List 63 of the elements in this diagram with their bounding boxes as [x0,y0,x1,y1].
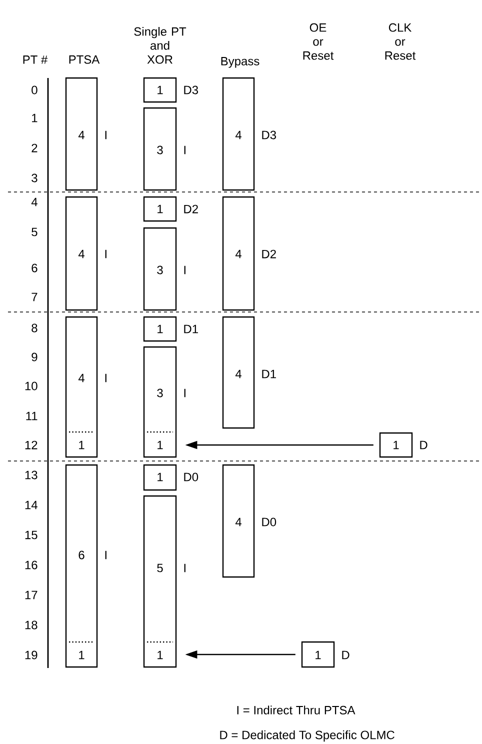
key-text: I = Indirect Thru PTSA [237,706,356,714]
row-number: 19 [25,650,38,660]
product-term-box: 3 [143,107,177,191]
row-number: 16 [25,560,38,570]
row-number: 7 [32,292,38,302]
row-number: 8 [32,324,38,332]
side-label: D0 [262,518,276,526]
row-number: 13 [25,470,38,480]
row-number: 3 [32,174,38,182]
side-label: D [420,440,428,450]
key-text: D = Dedicated To Specific OLMC [220,730,394,742]
column-header: CLK or Reset [385,23,416,60]
side-label: D [342,650,350,660]
row-number: 6 [32,264,38,272]
column-header: PT # [23,56,48,64]
side-label: I [105,250,106,258]
side-label: D1 [184,324,198,334]
column-header: Single PT and XOR [134,27,186,64]
row-number: 4 [31,198,38,206]
row-number: 2 [32,144,38,152]
row-number: 9 [32,352,38,362]
row-number: 17 [25,590,38,600]
product-term-box: 4 [222,464,255,578]
product-term-box: 1 [143,316,177,342]
row-number: 15 [25,530,38,540]
column-header: PTSA [69,55,100,64]
side-label: I [184,146,186,154]
row-number: 0 [32,86,38,94]
row-number: 11 [26,412,38,420]
product-term-box: 1 [379,432,413,458]
box-section: 1 [147,431,173,450]
product-term-box: 4 [65,196,98,311]
box-section: 1 [69,431,94,450]
side-label: I [105,374,106,382]
side-label: I [184,564,186,572]
side-label: D2 [262,250,276,258]
side-label: I [184,266,186,274]
column-header: OE or Reset [303,23,334,60]
product-term-box: 3 [143,227,177,311]
box-section: 1 [147,641,173,660]
product-term-box: 1 [143,77,177,103]
product-term-box: 1 [143,464,177,491]
product-term-box: 1 [301,641,335,668]
box-section: 1 [69,641,94,660]
side-label: D0 [184,472,198,482]
row-number: 12 [25,440,38,450]
product-term-box: 4 [222,196,255,311]
side-label: D2 [184,204,198,214]
row-number: 18 [25,620,38,630]
product-term-box: 4 [65,77,98,191]
product-term-box: 1 [143,196,177,222]
side-label: D3 [262,130,276,140]
row-number: 14 [25,500,38,510]
side-label: D3 [184,86,198,94]
side-label: I [105,550,106,560]
side-label: I [184,388,186,398]
product-term-box: 4 [222,316,255,429]
product-term-box: 4 [222,77,255,191]
row-number: 1 [32,114,38,122]
side-label: I [105,130,106,140]
row-number: 5 [32,228,38,236]
row-number: 10 [25,382,38,390]
side-label: D1 [262,370,276,378]
